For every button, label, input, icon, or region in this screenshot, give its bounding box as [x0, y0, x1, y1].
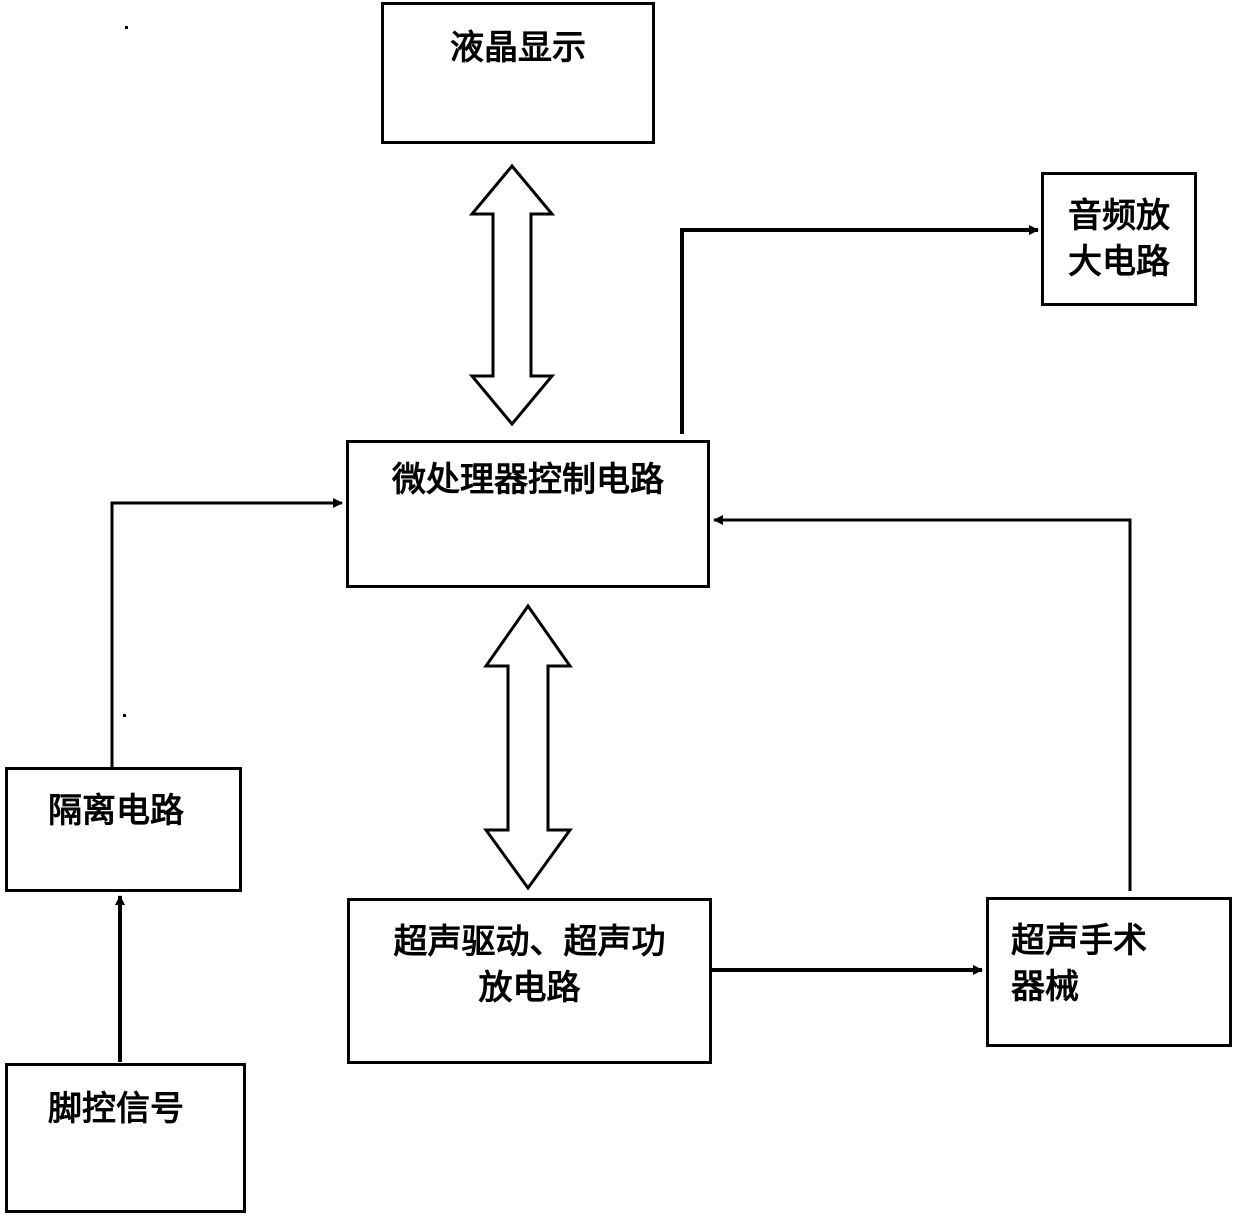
- mcu-to-audio-arrow: [682, 230, 1038, 434]
- instrument-to-mcu-arrow: [714, 520, 1130, 891]
- ultrasonic-instrument-label: 超声手术 器械: [1011, 918, 1147, 1010]
- speck-mark: [125, 26, 128, 29]
- foot-control-signal-block: 脚控信号: [5, 1063, 246, 1213]
- lcd-display-label: 液晶显示: [384, 25, 652, 71]
- ultrasonic-instrument-block: 超声手术 器械: [986, 897, 1232, 1047]
- mcu-driver-bidirectional-arrow: [486, 606, 570, 888]
- isolation-to-mcu-arrow: [112, 503, 342, 767]
- ultrasonic-driver-block: 超声驱动、超声功 放电路: [347, 898, 712, 1064]
- audio-amplifier-label: 音频放 大电路: [1044, 193, 1194, 285]
- microprocessor-control-label: 微处理器控制电路: [349, 457, 707, 503]
- speck-mark: [123, 714, 126, 717]
- microprocessor-control-block: 微处理器控制电路: [346, 440, 710, 588]
- lcd-mcu-bidirectional-arrow: [472, 166, 552, 424]
- lcd-display-block: 液晶显示: [381, 2, 655, 144]
- audio-amplifier-block: 音频放 大电路: [1041, 172, 1197, 306]
- ultrasonic-driver-label: 超声驱动、超声功 放电路: [350, 919, 709, 1011]
- isolation-circuit-block: 隔离电路: [5, 767, 242, 892]
- isolation-circuit-label: 隔离电路: [48, 788, 184, 834]
- foot-control-signal-label: 脚控信号: [48, 1086, 184, 1132]
